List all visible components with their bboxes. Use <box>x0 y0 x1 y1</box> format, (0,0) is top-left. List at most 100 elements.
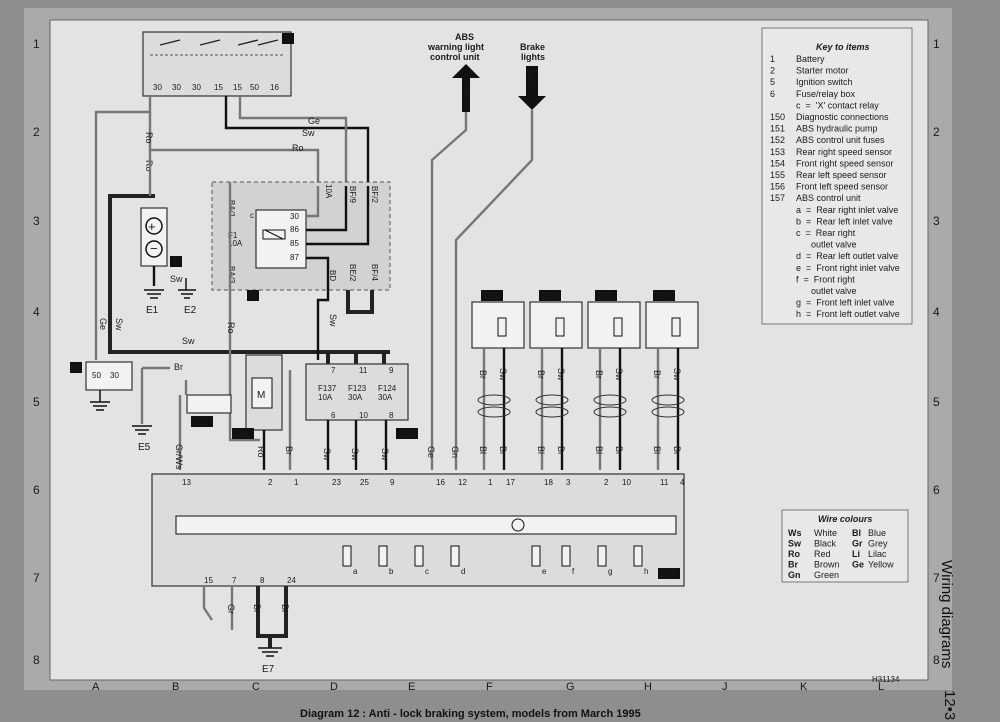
svg-text:3: 3 <box>933 214 940 228</box>
diagram-title: Diagram 12 : Anti - lock braking system,… <box>300 708 641 720</box>
colour-code: Gn <box>788 570 801 580</box>
svg-text:5: 5 <box>933 395 940 409</box>
key-item-text: ABS control unit fuses <box>796 135 885 145</box>
colour-name: Red <box>814 549 831 559</box>
svg-text:K: K <box>800 681 808 693</box>
svg-text:Sw: Sw <box>322 448 332 461</box>
svg-text:Sw: Sw <box>350 448 360 461</box>
svg-text:7: 7 <box>232 576 237 585</box>
key-item-text: Fuse/relay box <box>796 89 856 99</box>
svg-text:10A: 10A <box>324 184 333 199</box>
svg-text:Sw: Sw <box>170 274 183 284</box>
ground-e1: E1 <box>144 289 164 316</box>
svg-text:24: 24 <box>287 576 296 585</box>
svg-text:2: 2 <box>33 125 40 139</box>
svg-text:h: h <box>644 567 648 576</box>
svg-text:BD: BD <box>328 270 337 281</box>
key-item-text: outlet valve <box>796 286 857 296</box>
svg-text:Gn: Gn <box>450 446 460 458</box>
battery: + − 1 <box>140 207 182 267</box>
svg-text:Sw: Sw <box>672 368 682 381</box>
svg-text:30: 30 <box>172 83 181 92</box>
key-item-text: d = Rear left outlet valve <box>796 251 898 261</box>
svg-text:BF/2: BF/2 <box>370 186 379 203</box>
svg-text:A: A <box>92 681 100 693</box>
svg-text:5: 5 <box>33 395 40 409</box>
svg-text:D: D <box>330 681 338 693</box>
key-item-text: a = Rear right inlet valve <box>796 205 898 215</box>
key-item-number: 157 <box>770 193 785 203</box>
svg-text:4: 4 <box>33 305 40 319</box>
svg-text:9/K3: 9/K3 <box>526 70 535 87</box>
svg-text:Ro: Ro <box>256 446 266 458</box>
key-item-text: Rear right speed sensor <box>796 147 892 157</box>
page-number: 12•3 <box>941 690 958 721</box>
colour-name: Green <box>814 570 839 580</box>
svg-text:15: 15 <box>233 83 242 92</box>
svg-text:Key to items: Key to items <box>816 42 870 52</box>
svg-text:16: 16 <box>270 83 279 92</box>
colour-name: Yellow <box>868 560 894 570</box>
svg-text:16: 16 <box>436 478 445 487</box>
svg-text:f: f <box>572 567 575 576</box>
svg-text:Sw: Sw <box>614 368 624 381</box>
svg-text:BA/1: BA/1 <box>227 200 236 218</box>
svg-text:30: 30 <box>290 212 299 221</box>
svg-text:1: 1 <box>294 478 299 487</box>
key-item-text: outlet valve <box>796 240 857 250</box>
svg-text:30A: 30A <box>348 393 363 402</box>
svg-text:H: H <box>644 681 652 693</box>
fuse-relay-box: 6 BA/1 F1 10A BA/3 10A BF/9 BF/2 BD BE/2… <box>211 181 391 301</box>
key-item-number: 153 <box>770 147 785 157</box>
svg-text:J: J <box>722 681 728 693</box>
svg-text:50: 50 <box>250 83 259 92</box>
svg-text:Br: Br <box>284 446 294 455</box>
svg-text:Ro: Ro <box>226 322 236 334</box>
key-item-number: 5 <box>770 77 775 87</box>
key-item-text: ABS control unit <box>796 193 861 203</box>
svg-text:8: 8 <box>389 411 394 420</box>
svg-text:Br: Br <box>556 446 566 455</box>
colour-name: White <box>814 528 837 538</box>
starter-motor: 2 50 30 <box>70 361 133 411</box>
svg-text:Ge: Ge <box>98 318 108 330</box>
key-item-number: 155 <box>770 170 785 180</box>
ground-e7: E7 <box>258 647 282 675</box>
section-title: Wiring diagrams <box>938 560 955 669</box>
svg-text:Br: Br <box>174 362 183 372</box>
svg-text:30: 30 <box>153 83 162 92</box>
svg-text:153: 153 <box>483 291 498 301</box>
svg-text:d: d <box>461 567 465 576</box>
abs-warning-output: ABS warning light control unit 6/A6 <box>427 32 484 112</box>
svg-text:Br: Br <box>252 604 262 613</box>
svg-text:Gr/Ws: Gr/Ws <box>174 444 184 470</box>
svg-text:3: 3 <box>33 214 40 228</box>
svg-text:7: 7 <box>331 366 336 375</box>
key-item-text: ABS hydraulic pump <box>796 124 878 134</box>
svg-text:c: c <box>250 211 254 220</box>
svg-text:Sw: Sw <box>182 336 195 346</box>
key-item-number: 154 <box>770 158 785 168</box>
svg-text:F124: F124 <box>378 384 397 393</box>
svg-text:B: B <box>172 681 179 693</box>
colour-name: Black <box>814 539 837 549</box>
rear-left-speed-sensor: 155 <box>587 290 641 349</box>
key-item-text: Ignition switch <box>796 77 853 87</box>
svg-text:BA/3: BA/3 <box>227 266 236 284</box>
svg-text:9: 9 <box>390 478 395 487</box>
key-item-text: c = Rear right <box>796 228 856 238</box>
svg-text:E7: E7 <box>262 664 275 675</box>
key-item-text: h = Front left outlet valve <box>796 309 900 319</box>
svg-text:30: 30 <box>192 83 201 92</box>
svg-text:10A: 10A <box>318 393 333 402</box>
svg-text:2: 2 <box>933 125 940 139</box>
svg-text:5: 5 <box>285 34 290 44</box>
svg-text:c: c <box>425 567 429 576</box>
svg-text:M: M <box>257 390 265 401</box>
svg-text:152: 152 <box>398 429 413 439</box>
svg-text:Ro: Ro <box>144 132 154 144</box>
svg-text:control unit: control unit <box>430 52 480 62</box>
svg-text:C: C <box>252 681 260 693</box>
